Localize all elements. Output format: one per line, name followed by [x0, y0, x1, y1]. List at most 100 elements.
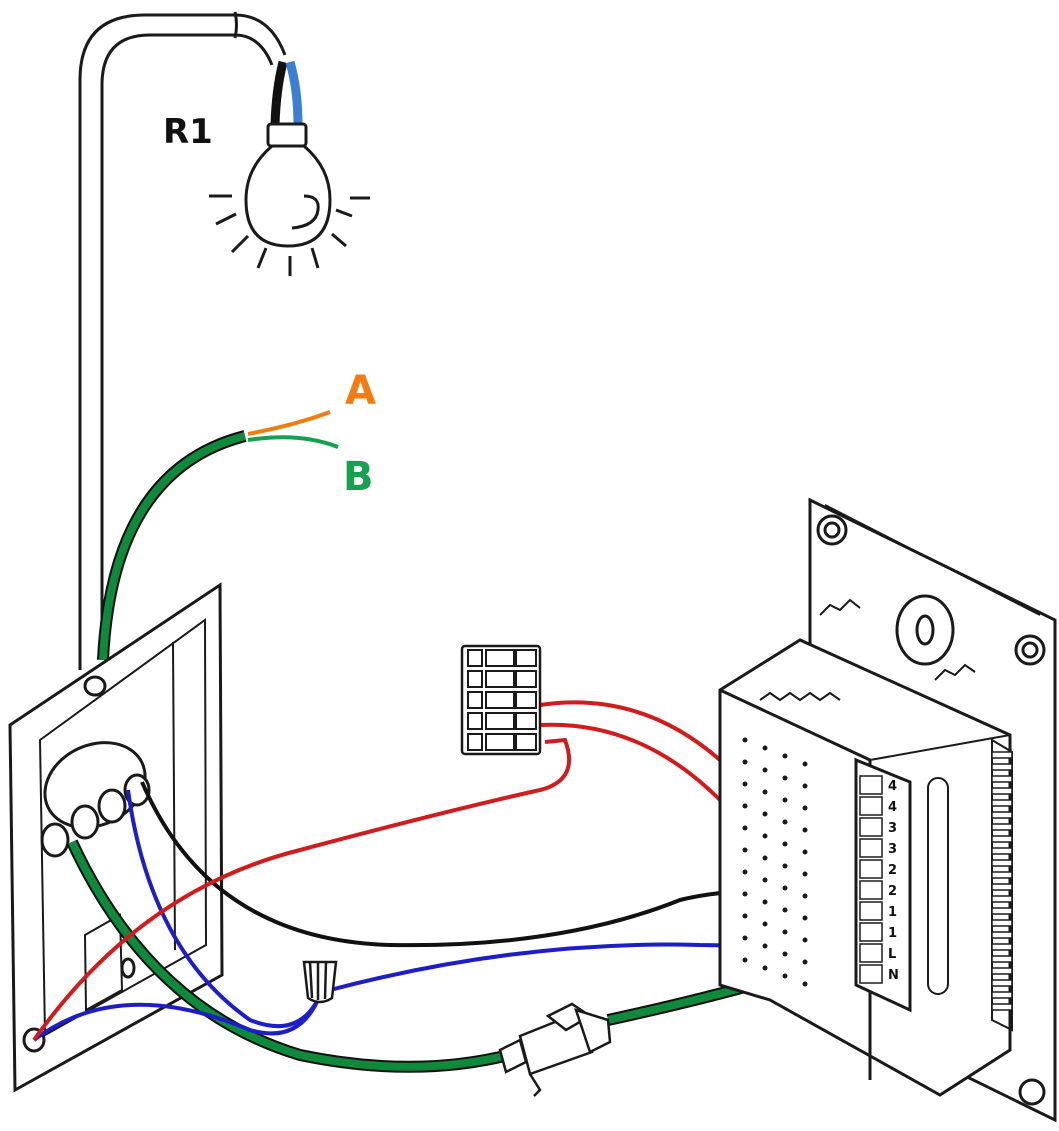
vent-slot — [991, 967, 1013, 975]
vent-slot — [991, 895, 1013, 903]
thermostat-vent-slots — [991, 751, 1013, 1011]
terminal-label: 4 — [888, 779, 897, 794]
terminal-label: N — [888, 968, 899, 983]
vent-slot — [991, 907, 1013, 915]
vent-slot — [991, 751, 1013, 759]
vent-slot — [991, 991, 1013, 999]
wire-a-orange — [247, 410, 331, 436]
vent-dot — [782, 951, 788, 957]
vent-dot — [802, 937, 808, 943]
vent-dot — [742, 759, 748, 765]
vent-dot — [802, 761, 808, 767]
terminal-screw — [859, 922, 883, 942]
terminal-label: L — [888, 947, 896, 962]
terminal-screw — [859, 901, 883, 921]
vent-slot — [991, 799, 1013, 807]
terminal-label: 2 — [888, 863, 897, 878]
vent-dot — [742, 869, 748, 875]
vent-slot — [991, 943, 1013, 951]
wire-red-feed — [32, 737, 571, 1042]
lamp-wire-blue — [285, 60, 303, 126]
lamp-wire-black — [270, 60, 288, 126]
vent-dot — [802, 915, 808, 921]
vent-dot — [762, 745, 768, 751]
vent-dot — [762, 899, 768, 905]
terminal-label: 1 — [888, 905, 897, 920]
terminal-screw — [859, 775, 883, 795]
vent-dot — [762, 943, 768, 949]
vent-dot — [742, 891, 748, 897]
vent-dot — [762, 789, 768, 795]
vent-slot — [991, 775, 1013, 783]
vent-slot — [991, 979, 1013, 987]
vent-dot — [782, 885, 788, 891]
vent-dot — [742, 737, 748, 743]
terminal-label: 3 — [888, 842, 897, 857]
wire-b-label: B — [343, 454, 374, 500]
vent-dot — [802, 805, 808, 811]
vent-slot — [991, 859, 1013, 867]
vent-dot — [742, 781, 748, 787]
vent-dot — [782, 819, 788, 825]
vent-dot — [802, 827, 808, 833]
vent-dot — [802, 981, 808, 987]
lamp-cable — [78, 11, 287, 670]
wire-blue — [126, 789, 322, 1029]
vent-slot — [991, 1003, 1013, 1011]
rj-connector-icon — [498, 1002, 612, 1097]
vent-slot — [991, 955, 1013, 963]
wago-lever-connector-icon — [460, 644, 542, 756]
wire-a-label: A — [345, 368, 376, 414]
vent-dot — [742, 913, 748, 919]
vent-dot — [802, 959, 808, 965]
vent-dot — [742, 957, 748, 963]
vent-dot — [802, 783, 808, 789]
vent-slot — [991, 847, 1013, 855]
vent-dot — [802, 871, 808, 877]
terminal-screw — [859, 859, 883, 879]
terminal-screw — [859, 838, 883, 858]
vent-dot — [762, 877, 768, 883]
terminal-screw — [859, 817, 883, 837]
vent-slot — [991, 787, 1013, 795]
vent-slot — [991, 835, 1013, 843]
vent-dot — [782, 929, 788, 935]
vent-dot — [742, 935, 748, 941]
vent-slot — [991, 931, 1013, 939]
vent-dot — [762, 767, 768, 773]
vent-dot — [762, 965, 768, 971]
vent-dot — [742, 803, 748, 809]
vent-dot — [782, 775, 788, 781]
terminal-label: 4 — [888, 800, 897, 815]
vent-dot — [782, 753, 788, 759]
lamp-label: R1 — [163, 112, 213, 152]
vent-dot — [782, 863, 788, 869]
vent-dot — [782, 797, 788, 803]
vent-slot — [991, 919, 1013, 927]
vent-dot — [782, 841, 788, 847]
vent-dot — [782, 973, 788, 979]
terminal-screw — [859, 943, 883, 963]
terminal-label: 1 — [888, 926, 897, 941]
terminal-label: 2 — [888, 884, 897, 899]
vent-dot — [742, 825, 748, 831]
terminal-screw — [859, 964, 883, 984]
vent-dot — [762, 921, 768, 927]
light-bulb-icon — [209, 122, 370, 276]
vent-slot — [991, 871, 1013, 879]
wire-nut-icon — [302, 960, 338, 1004]
terminal-screw — [859, 796, 883, 816]
vent-dot — [802, 893, 808, 899]
thermostat-vent-dots — [742, 737, 808, 987]
vent-dot — [762, 833, 768, 839]
vent-dot — [802, 849, 808, 855]
vent-dot — [762, 855, 768, 861]
vent-dot — [782, 907, 788, 913]
wall-back-box-icon — [8, 582, 224, 1093]
vent-dot — [762, 811, 768, 817]
terminal-screw — [859, 880, 883, 900]
vent-slot — [991, 763, 1013, 771]
